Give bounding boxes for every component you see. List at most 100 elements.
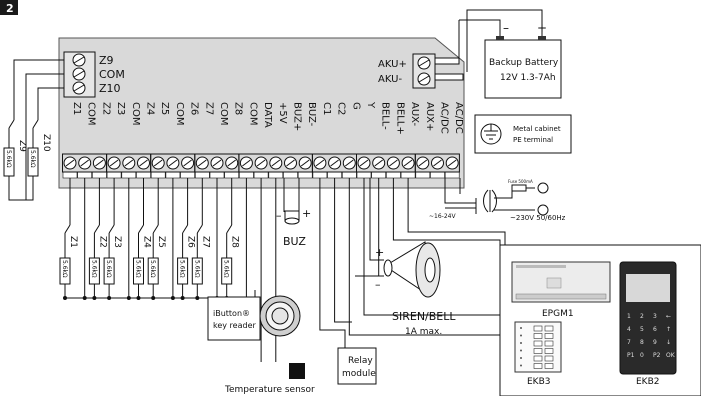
temperature-sensor (289, 363, 305, 379)
zone-wire-label: Z1 (68, 236, 78, 248)
zone-wire-label: Z2 (97, 236, 107, 248)
siren-rating: 1A max. (405, 327, 442, 337)
cabinet-line2: PE terminal (513, 136, 553, 144)
zone-resistor-label: 5.6kΩ (223, 260, 230, 278)
control-panel-board (58, 37, 465, 189)
ibutton-line1: iButton® (213, 309, 250, 318)
relay-line1: Relay (348, 356, 373, 366)
bottom-terminal-label: Z1 (71, 102, 82, 115)
bottom-terminal-label: Z6 (189, 102, 200, 115)
ekb2-key: ↑ (666, 326, 671, 333)
left-wire-label-z9: Z9 (17, 140, 27, 152)
bottom-terminal-label: COM (218, 102, 229, 125)
ekb2-key: 8 (640, 339, 644, 346)
bottom-terminal-label: DATA (262, 102, 273, 128)
zone-resistor-label: 5.6kΩ (105, 260, 112, 278)
bottom-terminal-label: Z3 (115, 102, 126, 115)
battery-minus: – (503, 21, 509, 35)
ekb2-key: P2 (653, 352, 661, 359)
zone-resistor-label: 5.6kΩ (61, 260, 68, 278)
ekb2-key: 4 (627, 326, 631, 333)
ekb2-key: 0 (640, 352, 644, 359)
ekb3-key (544, 348, 554, 354)
secondary-voltage-label: ~16-24V (429, 213, 456, 220)
left-wire-label-z10: Z10 (41, 134, 51, 152)
bottom-terminal-label: BELL- (380, 102, 391, 130)
terminal-label-z10: Z10 (99, 82, 121, 95)
zone-wiring: 5.6kΩZ15.6kΩZ25.6kΩZ35.6kΩZ45.6kΩZ55.6kΩ… (59, 178, 506, 362)
ekb3-key (544, 355, 554, 362)
siren-label: SIREN/BELL (392, 310, 456, 323)
ekb2-module (619, 261, 677, 375)
ekb2-key: 2 (640, 313, 644, 320)
zone-resistor-label: 5.6kΩ (179, 260, 186, 278)
aku-plus-label: AKU+ (378, 59, 407, 70)
buzzer-label: BUZ (283, 235, 306, 248)
bottom-terminal-label: C2 (336, 102, 347, 115)
cabinet-line1: Metal cabinet (513, 125, 561, 133)
terminal-label-z9: Z9 (99, 54, 114, 67)
ibutton-reader (207, 295, 301, 341)
left-zone-wiring (3, 59, 64, 201)
bottom-terminal-label: AC/DC (439, 102, 450, 134)
ekb2-key: OK (666, 352, 676, 359)
ekb3-key (544, 340, 554, 347)
bottom-terminal-label: BUZ+ (292, 102, 303, 131)
zone-wire-label: Z7 (200, 236, 210, 248)
bottom-terminal-label: +5V (277, 102, 288, 124)
zone-wire-label: Z6 (186, 236, 196, 248)
ekb3-key (533, 355, 543, 362)
bottom-terminal-label: AUX- (409, 102, 420, 127)
zone-wire-label: Z8 (230, 236, 240, 248)
ekb3-key (533, 333, 543, 339)
aku-terminal-block (412, 53, 436, 89)
zone-resistor-label: 5.6kΩ (90, 260, 97, 278)
ekb2-key: 1 (627, 313, 631, 320)
ekb3-key (533, 348, 543, 354)
metal-cabinet-box (474, 114, 572, 154)
terminal-label-com: COM (99, 68, 125, 81)
bottom-terminal-label: COM (174, 102, 185, 125)
zone-resistor-label: 5.6kΩ (193, 260, 200, 278)
ekb3-key (533, 325, 543, 332)
ground-icon (480, 123, 502, 145)
ekb3-key (533, 363, 543, 369)
left-terminal-block (63, 51, 96, 98)
siren-minus: – (375, 278, 381, 291)
ekb2-key: P1 (627, 352, 635, 359)
bottom-terminal-label: Z7 (203, 102, 214, 115)
ekb2-key: 7 (627, 339, 631, 346)
bottom-terminal-label: AUX+ (424, 102, 435, 131)
zone-wire-label: Z4 (142, 236, 152, 248)
bottom-terminal-label: G (350, 102, 361, 110)
primary-voltage-label: ~230V 50/60Hz (510, 214, 566, 222)
ekb3-module (514, 321, 562, 373)
ibutton-line2: key reader (213, 321, 256, 330)
epgm1-label: EPGM1 (542, 309, 574, 319)
relay-line2: module (342, 369, 376, 379)
aku-minus-label: AKU- (378, 74, 402, 85)
ekb3-label: EKB3 (527, 377, 551, 387)
ekb3-key (533, 340, 543, 347)
battery-wires (458, 9, 543, 72)
ekb3-key (544, 333, 554, 339)
ekb2-key: 6 (653, 326, 657, 333)
buzzer-minus: – (276, 209, 282, 222)
bottom-terminal-label: Z5 (159, 102, 170, 115)
ekb2-key: 5 (640, 326, 644, 333)
left-resistor-2-label: 5.6kΩ (29, 150, 36, 168)
zone-resistor-label: 5.6kΩ (135, 260, 142, 278)
temperature-sensor-label: Temperature sensor (224, 385, 315, 395)
left-resistor-1-label: 5.6kΩ (5, 150, 12, 168)
ekb2-key: 3 (653, 313, 657, 320)
backup-battery (484, 36, 562, 99)
siren-plus: + (375, 246, 384, 259)
bottom-terminal-label: COM (86, 102, 97, 125)
siren-bell (355, 178, 441, 298)
bottom-terminal-label: C1 (321, 102, 332, 115)
zone-resistor-label: 5.6kΩ (149, 260, 156, 278)
zone-wire-label: Z5 (156, 236, 166, 248)
battery-spec: 12V 1.3-7Ah (500, 73, 556, 83)
bottom-terminal-label: Y (365, 101, 376, 109)
